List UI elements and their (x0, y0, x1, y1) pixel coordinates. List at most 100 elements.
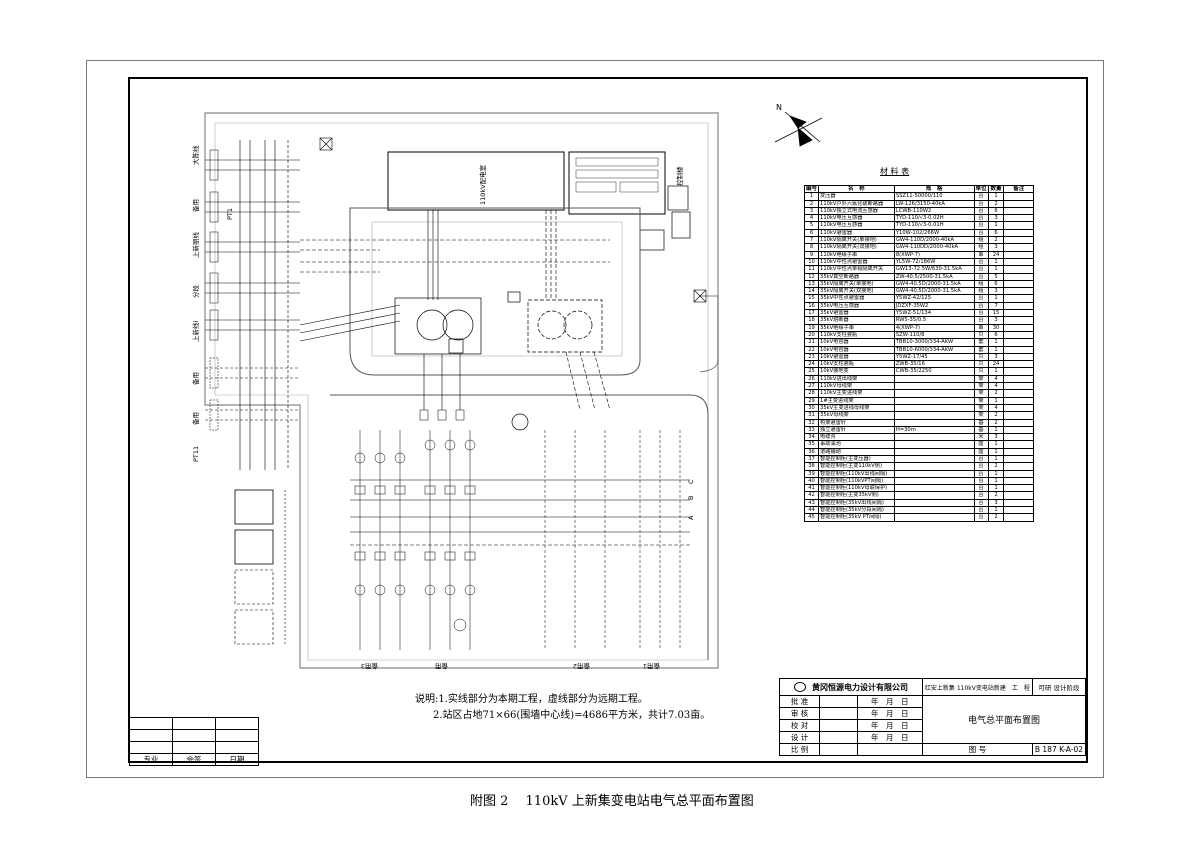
table-cell: 37 (803, 454, 820, 464)
table-cell (1003, 243, 1034, 252)
table-cell (1003, 506, 1034, 515)
table-cell: 1 (987, 469, 1005, 478)
table-cell: 6 (987, 330, 1005, 340)
table-cell: 架 (973, 389, 989, 398)
table-cell: 2 (987, 418, 1005, 427)
table-cell: 3 (987, 287, 1005, 296)
drawing-title: 电气总平面布置图 (921, 695, 1087, 744)
table-cell: 台 (973, 506, 989, 515)
table-cell (1003, 338, 1034, 347)
table-cell (893, 491, 975, 500)
building-label: 控制楼 (675, 166, 684, 186)
table-cell: 24 (987, 250, 1005, 259)
table-cell: 5 (987, 272, 1005, 281)
table-cell: 35kV避雷器 (818, 309, 895, 318)
table-cell (1003, 411, 1034, 420)
table-cell: 10kV电容器 (818, 345, 895, 354)
table-cell: 40 (803, 476, 820, 486)
table-cell (1003, 301, 1034, 311)
table-cell: 台 (973, 221, 989, 230)
table-cell: 组 (973, 287, 989, 296)
table-cell: 27 (803, 381, 820, 391)
table-cell (1003, 360, 1034, 369)
table-cell: 15 (987, 309, 1005, 318)
table-cell: 110kV户外六氟化硫断路器 (818, 199, 895, 208)
table-cell: TBB10-6000/334-AKW (893, 345, 975, 354)
drawing-no-label: 图 号 (921, 743, 1033, 756)
table-cell: 智能控制柜(110kV出线间隔) (818, 469, 895, 478)
table-cell: 7 (987, 301, 1005, 311)
table-cell: 25 (803, 367, 820, 376)
table-cell: 44 (803, 506, 820, 515)
table-cell: 35 (803, 440, 820, 449)
rev-header: 会签 (172, 753, 216, 766)
table-cell (1003, 367, 1034, 376)
table-cell: 21 (803, 338, 820, 347)
table-cell: 台 (973, 309, 989, 318)
table-cell: 组 (973, 236, 989, 245)
table-cell (1003, 316, 1034, 325)
pt-label: PT1 (226, 208, 234, 220)
bay-label-bottom: 备用 (435, 662, 448, 671)
figure-caption: 附图 2 110kV 上新集变电站电气总平面布置图 (470, 794, 754, 809)
table-cell (1003, 272, 1034, 281)
table-cell: 110kV进出线架 (818, 374, 895, 384)
table-cell: 台 (973, 513, 989, 522)
table-cell: 33 (803, 425, 820, 435)
table-cell: 台 (973, 228, 989, 238)
table-cell: 架 (973, 411, 989, 420)
north-arrow-icon (774, 111, 823, 147)
rev-header: 日期 (215, 753, 259, 766)
table-cell: 14 (803, 287, 820, 296)
table-cell (1003, 484, 1034, 493)
table-cell: 只 (973, 367, 989, 376)
table-cell: 1 (987, 396, 1005, 405)
table-cell: 3 (987, 433, 1005, 442)
bay-label: 分段 (191, 285, 200, 299)
table-cell: 3 (987, 214, 1005, 223)
table-cell: 35kV电压互感器 (818, 301, 895, 311)
table-cell: 只 (973, 330, 989, 340)
table-cell: TYD-110/√3-0.01H (893, 221, 975, 230)
table-cell: LW-126/3150-40kA (893, 199, 975, 208)
table-cell: 35kV熔断器 (818, 316, 895, 325)
table-cell (893, 513, 975, 522)
table-cell: 智能控制柜(110kVPT间隔) (818, 476, 895, 486)
material-table-header: 数量 (987, 184, 1005, 194)
table-cell: 1 (987, 257, 1005, 267)
table-cell: 智能控制柜(主变压器) (818, 454, 895, 464)
table-cell: 2 (987, 389, 1005, 398)
table-cell: 独立避雷针 (818, 425, 895, 435)
table-cell: 4 (987, 381, 1005, 391)
table-cell: 1 (987, 484, 1005, 493)
table-cell: 1 (987, 447, 1005, 457)
table-cell: 智能控制柜(35kV出线间隔) (818, 498, 895, 508)
table-cell (1003, 228, 1034, 238)
table-cell: 38 (803, 462, 820, 471)
table-cell: 17 (803, 309, 820, 318)
table-cell (893, 447, 975, 457)
table-cell: 110kV主变进线架 (818, 389, 895, 398)
bay-label: 大陈线 (191, 145, 200, 165)
table-cell: 32 (803, 418, 820, 427)
table-cell: 12 (803, 272, 820, 281)
table-cell (1003, 418, 1034, 427)
table-cell (893, 506, 975, 515)
note-line-1: 说明:1.实线部分为本期工程，虚线部分为远期工程。 (415, 694, 648, 705)
material-table-header: 备注 (1003, 184, 1034, 194)
table-cell: 台 (973, 454, 989, 464)
bay-label: 备用 (191, 412, 200, 425)
